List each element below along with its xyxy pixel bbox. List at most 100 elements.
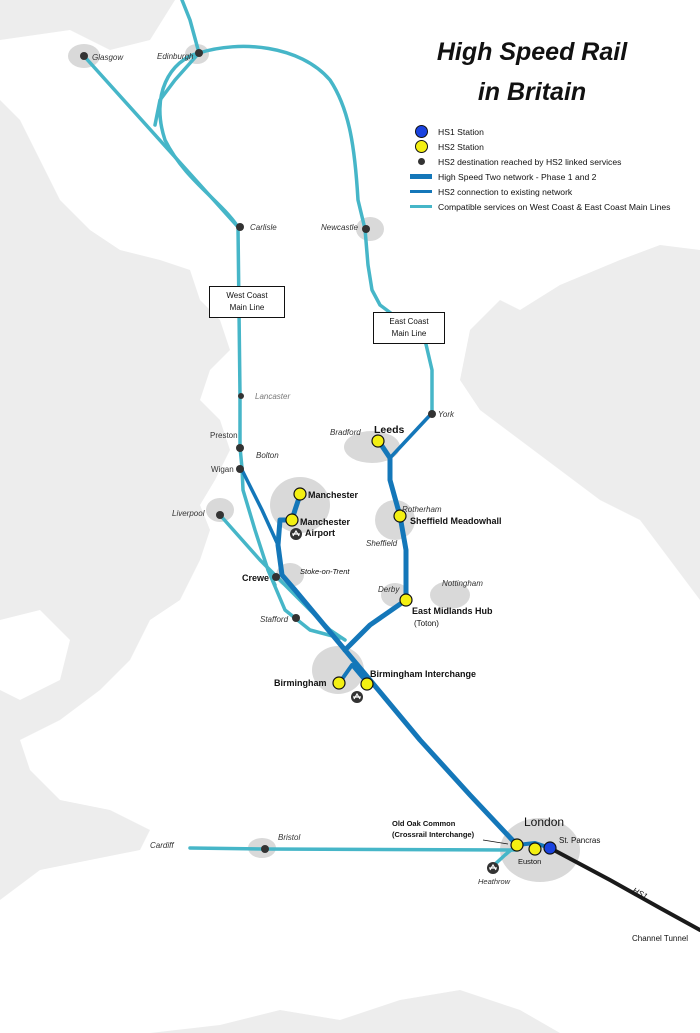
hs2-network-lines — [240, 411, 552, 850]
plane-icon-heathrow — [487, 862, 499, 874]
line-edinburgh-newcastle — [197, 44, 367, 231]
label-sheffield: Sheffield — [366, 539, 398, 548]
dot-lancaster — [238, 393, 244, 399]
label-wigan: Wigan — [211, 465, 234, 474]
legend-item-compatible-services: Compatible services on West Coast & East… — [410, 199, 700, 214]
label-nottingham: Nottingham — [442, 579, 483, 588]
label-bradford: Bradford — [330, 428, 361, 437]
dot-glasgow — [80, 52, 88, 60]
label-glasgow: Glasgow — [92, 53, 124, 62]
station-birmingham-interchange — [360, 677, 374, 691]
label-preston: Preston — [210, 431, 238, 440]
label-birmingham: Birmingham — [274, 678, 327, 688]
line-edinburgh-branch — [153, 51, 201, 127]
place-labels: Glasgow Edinburgh Carlisle Newcastle Lan… — [92, 52, 688, 943]
line-hs2-western-leg — [275, 517, 348, 653]
station-st-pancras — [543, 841, 557, 855]
label-channel-tunnel: Channel Tunnel — [632, 934, 688, 943]
label-carlisle: Carlisle — [250, 223, 277, 232]
dot-york — [428, 410, 436, 418]
east-coast-label-1: East Coast — [389, 317, 429, 326]
west-coast-label-2: Main Line — [229, 303, 265, 312]
dot-preston — [236, 444, 244, 452]
label-old-oak-1: Old Oak Common — [392, 819, 456, 828]
dot-bristol — [261, 845, 269, 853]
label-london: London — [524, 815, 564, 829]
map-title-line-1: High Speed Rail — [436, 38, 628, 66]
destination-markers — [80, 49, 436, 853]
legend-item-hs2-station: HS2 Station — [410, 139, 700, 154]
station-leeds — [371, 434, 385, 448]
station-euston — [528, 842, 542, 856]
label-crewe: Crewe — [242, 573, 269, 583]
label-sheffield-meadowhall: Sheffield Meadowhall — [410, 516, 502, 526]
label-leeds: Leeds — [374, 424, 405, 436]
label-east-midlands-hub: East Midlands Hub — [412, 606, 493, 616]
station-sheffield-meadowhall — [393, 509, 407, 523]
label-derby: Derby — [378, 585, 400, 594]
land-ireland-hint — [0, 610, 70, 700]
east-coast-main-line-box: East Coast Main Line — [373, 312, 445, 344]
dot-wigan — [236, 465, 244, 473]
label-birmingham-interchange: Birmingham Interchange — [370, 669, 476, 679]
dot-carlisle — [236, 223, 244, 231]
label-stafford: Stafford — [260, 615, 289, 624]
hs2-stations — [285, 434, 542, 856]
legend-label: HS2 Station — [438, 141, 484, 152]
label-manchester-airport-1: Manchester — [300, 517, 351, 527]
east-coast-label-2: Main Line — [391, 329, 427, 338]
west-coast-label-1: West Coast — [226, 291, 268, 300]
line-hs2-york-link — [388, 411, 434, 460]
legend-label: Compatible services on West Coast & East… — [438, 201, 671, 212]
urban-areas — [68, 44, 580, 882]
label-st-pancras: St. Pancras — [559, 836, 600, 845]
label-rotherham: Rotherham — [402, 505, 442, 514]
plane-icon-birmingham-airport — [351, 691, 363, 703]
urban-nottingham — [430, 581, 470, 609]
line-hs1 — [548, 846, 700, 932]
legend-label: HS2 destination reached by HS2 linked se… — [438, 156, 622, 167]
line-cardiff-bristol — [188, 846, 519, 852]
line-hs2-birmingham-spur — [338, 663, 370, 686]
legend-item-hs2-network: High Speed Two network - Phase 1 and 2 — [410, 169, 700, 184]
label-euston: Euston — [518, 857, 541, 866]
label-bristol: Bristol — [278, 833, 300, 842]
label-liverpool: Liverpool — [172, 509, 205, 518]
label-cardiff: Cardiff — [150, 841, 174, 850]
destination-dot-icon — [417, 158, 425, 165]
map-title-line-2: in Britain — [477, 78, 587, 106]
label-old-oak-2: (Crossrail Interchange) — [392, 830, 475, 839]
compatible-services-line-icon — [410, 205, 432, 208]
map-title: High Speed Rail in Britain — [402, 32, 662, 112]
hs1-station-icon — [414, 125, 428, 138]
map-legend: HS1 Station HS2 Station HS2 destination … — [410, 124, 700, 214]
legend-item-hs2-destination: HS2 destination reached by HS2 linked se… — [410, 154, 700, 169]
plane-icon-manchester-airport — [290, 528, 302, 540]
label-heathrow: Heathrow — [478, 877, 511, 886]
dot-liverpool — [216, 511, 224, 519]
label-bolton: Bolton — [256, 451, 279, 460]
line-hs2-wigan-link — [240, 468, 280, 547]
label-lancaster: Lancaster — [255, 392, 290, 401]
hs2-station-icon — [414, 140, 428, 153]
legend-item-hs2-connection: HS2 connection to existing network — [410, 184, 700, 199]
legend-label: HS2 connection to existing network — [438, 186, 573, 197]
line-west-coast — [236, 225, 277, 587]
label-edinburgh: Edinburgh — [157, 52, 194, 61]
station-old-oak-common — [510, 838, 524, 852]
station-birmingham — [332, 676, 346, 690]
dot-stafford — [292, 614, 300, 622]
line-hs2-trunk — [342, 647, 520, 848]
dot-newcastle — [362, 225, 370, 233]
label-manchester-airport-2: Airport — [305, 528, 335, 538]
hs2-connection-line-icon — [410, 190, 432, 193]
station-manchester-airport — [285, 513, 299, 527]
urban-liverpool — [206, 498, 234, 522]
old-oak-leader — [482, 839, 509, 845]
label-toton: (Toton) — [414, 619, 439, 628]
label-manchester: Manchester — [308, 490, 359, 500]
legend-label: High Speed Two network - Phase 1 and 2 — [438, 171, 597, 182]
label-newcastle: Newcastle — [321, 223, 358, 232]
